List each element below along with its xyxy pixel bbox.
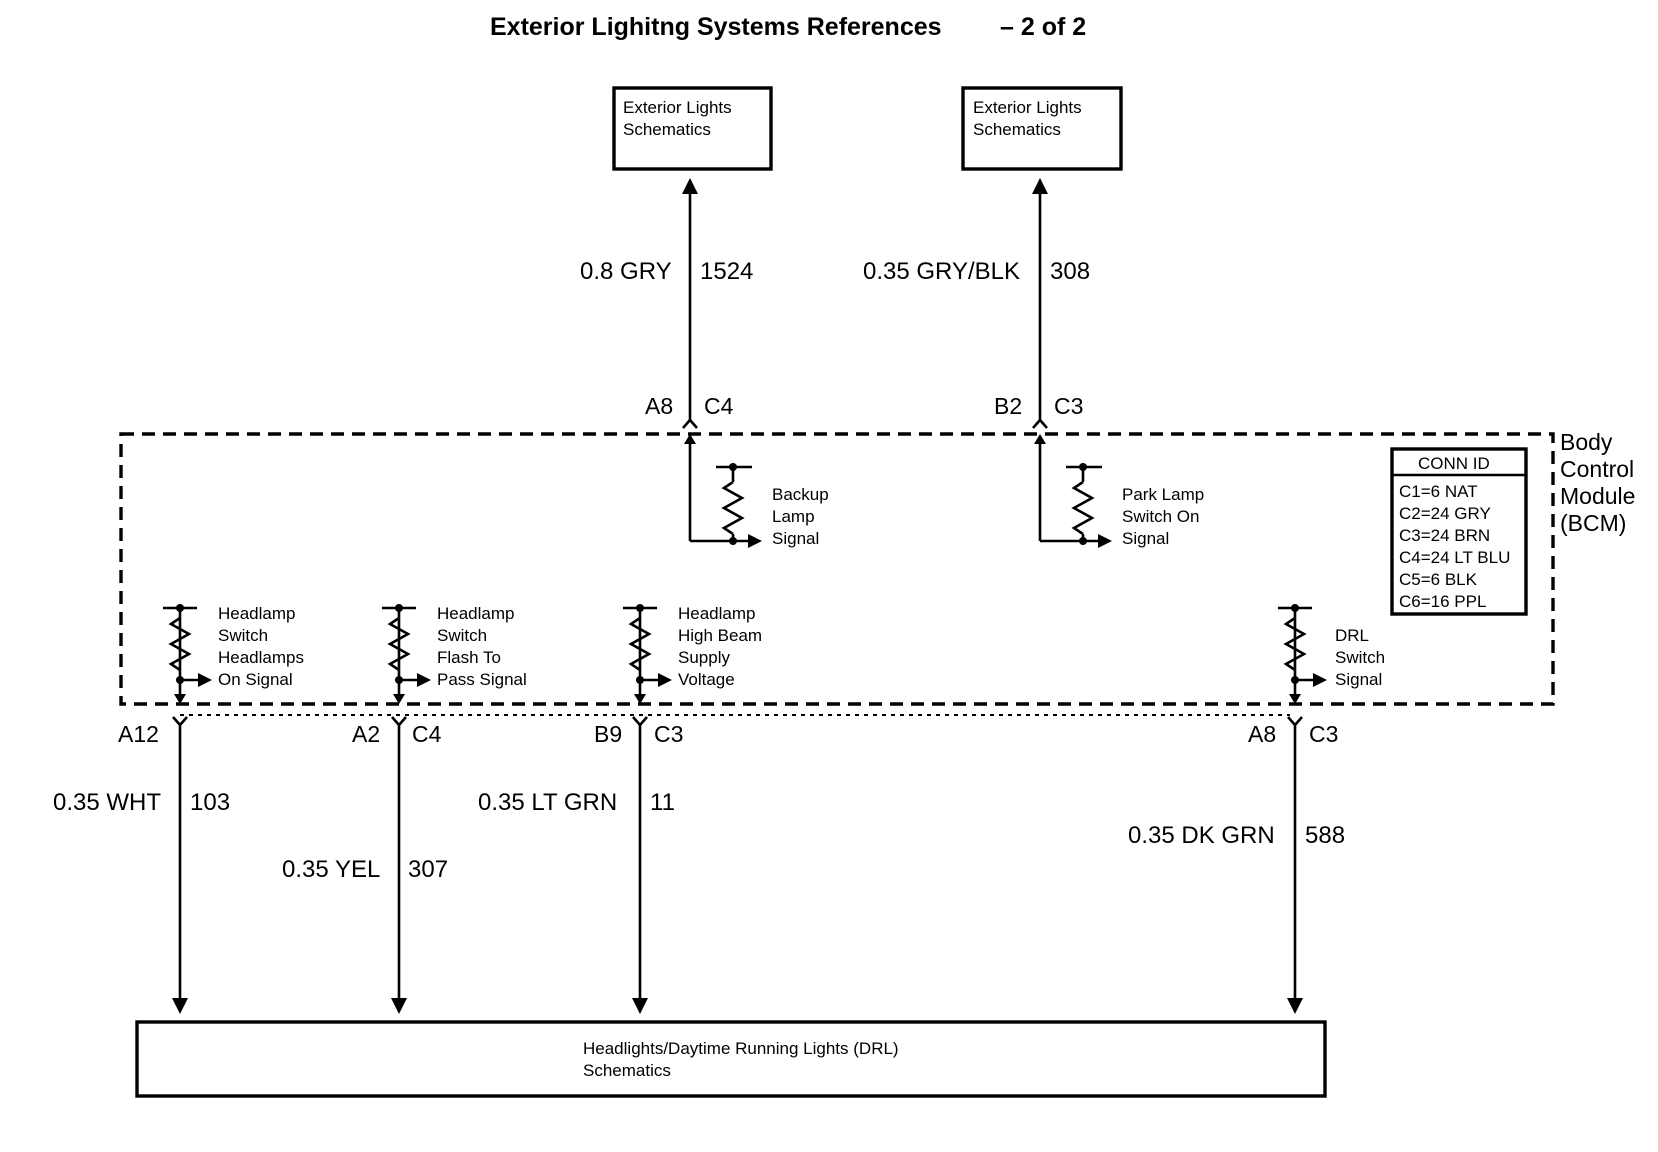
signal-high-beam-line4: Voltage <box>678 670 735 689</box>
signal-headlamps-on-line2: Switch <box>218 626 268 645</box>
signal-high-beam-line3: Supply <box>678 648 730 667</box>
conn-id-row: C6=16 PPL <box>1399 592 1486 611</box>
wire-circuit-588: 588 <box>1305 822 1345 849</box>
signal-high-beam-line1: Headlamp <box>678 604 756 623</box>
signal-backup-line3: Signal <box>772 529 819 548</box>
signal-flash-to-pass-line4: Pass Signal <box>437 670 527 689</box>
connector-c3-upper: C3 <box>1054 393 1083 419</box>
connector-c4-upper: C4 <box>704 393 734 419</box>
signal-park-line3: Signal <box>1122 529 1169 548</box>
top-box-left-line1: Exterior Lights <box>623 98 732 117</box>
wire-spec-103: 0.35 WHT <box>53 789 161 816</box>
connector-c4-lower: C4 <box>412 721 442 747</box>
signal-drl-line3: Signal <box>1335 670 1382 689</box>
wire-circuit-307: 307 <box>408 856 448 883</box>
signal-headlamps-on-line4: On Signal <box>218 670 293 689</box>
signal-flash-to-pass-line3: Flash To <box>437 648 501 667</box>
wire-circuit-11: 11 <box>650 789 675 816</box>
conn-id-row: C1=6 NAT <box>1399 482 1478 501</box>
top-box-left-line2: Schematics <box>623 120 711 139</box>
wire-circuit-103: 103 <box>190 789 230 816</box>
connector-c3-drl: C3 <box>1309 721 1338 747</box>
bcm-label-line4: (BCM) <box>1560 510 1626 536</box>
bottom-box-line1: Headlights/Daytime Running Lights (DRL) <box>583 1039 899 1058</box>
pin-a8-lower: A8 <box>1248 721 1276 747</box>
top-box-right-line1: Exterior Lights <box>973 98 1082 117</box>
upper-wire-1524: 0.8 GRY 1524 A8 C4 Backup Lamp Signal <box>580 178 829 548</box>
conn-id-table: CONN ID C1=6 NAT C2=24 GRY C3=24 BRN C4=… <box>1390 447 1528 616</box>
diagram-page-number: – 2 of 2 <box>1000 13 1086 41</box>
wire-circuit-1524: 1524 <box>700 258 753 285</box>
signal-headlamps-on-line1: Headlamp <box>218 604 296 623</box>
signal-headlamps-on-line3: Headlamps <box>218 648 304 667</box>
bcm-label-line3: Module <box>1560 483 1635 509</box>
pin-a12: A12 <box>118 721 159 747</box>
top-box-left: Exterior Lights Schematics <box>612 86 773 171</box>
pin-a2: A2 <box>352 721 380 747</box>
signal-park-line2: Switch On <box>1122 507 1199 526</box>
signal-drl-line2: Switch <box>1335 648 1385 667</box>
lower-wire-103: Headlamp Switch Headlamps On Signal A12 … <box>53 604 304 1014</box>
wire-spec-11: 0.35 LT GRN <box>478 789 617 816</box>
pin-b2-upper: B2 <box>994 393 1022 419</box>
top-box-right: Exterior Lights Schematics <box>961 86 1123 171</box>
bcm-label-line1: Body <box>1560 429 1613 455</box>
conn-id-header: CONN ID <box>1418 454 1490 473</box>
top-box-right-line2: Schematics <box>973 120 1061 139</box>
pin-b9: B9 <box>594 721 622 747</box>
conn-id-row: C4=24 LT BLU <box>1399 548 1510 567</box>
signal-park-line1: Park Lamp <box>1122 485 1204 504</box>
wire-spec-588: 0.35 DK GRN <box>1128 822 1275 849</box>
bcm-label-line2: Control <box>1560 456 1634 482</box>
conn-id-row: C3=24 BRN <box>1399 526 1490 545</box>
signal-high-beam-line2: High Beam <box>678 626 762 645</box>
pin-a8-upper: A8 <box>645 393 673 419</box>
wire-circuit-308: 308 <box>1050 258 1090 285</box>
wire-spec-307: 0.35 YEL <box>282 856 380 883</box>
bcm-boundary <box>119 432 1555 706</box>
wire-spec-308: 0.35 GRY/BLK <box>863 258 1020 285</box>
lower-wire-588: DRL Switch Signal A8 C3 0.35 DK GRN 588 <box>1128 604 1385 1014</box>
bcm-label: Body Control Module (BCM) <box>1560 429 1635 536</box>
bottom-box: Headlights/Daytime Running Lights (DRL) … <box>135 1020 1327 1098</box>
lower-wire-307: Headlamp Switch Flash To Pass Signal A2 … <box>282 604 527 1014</box>
signal-backup-line2: Lamp <box>772 507 815 526</box>
diagram-title: Exterior Lighitng Systems References <box>490 13 942 41</box>
conn-id-row: C5=6 BLK <box>1399 570 1478 589</box>
signal-flash-to-pass-line1: Headlamp <box>437 604 515 623</box>
wire-spec-1524: 0.8 GRY <box>580 258 672 285</box>
connector-c3-lower: C3 <box>654 721 683 747</box>
upper-wire-308: 0.35 GRY/BLK 308 B2 C3 Park Lamp Switch … <box>863 178 1204 548</box>
signal-drl-line1: DRL <box>1335 626 1369 645</box>
lower-wire-11: Headlamp High Beam Supply Voltage B9 C3 … <box>478 604 762 1014</box>
signal-backup-line1: Backup <box>772 485 829 504</box>
conn-id-row: C2=24 GRY <box>1399 504 1491 523</box>
bottom-box-line2: Schematics <box>583 1061 671 1080</box>
signal-flash-to-pass-line2: Switch <box>437 626 487 645</box>
